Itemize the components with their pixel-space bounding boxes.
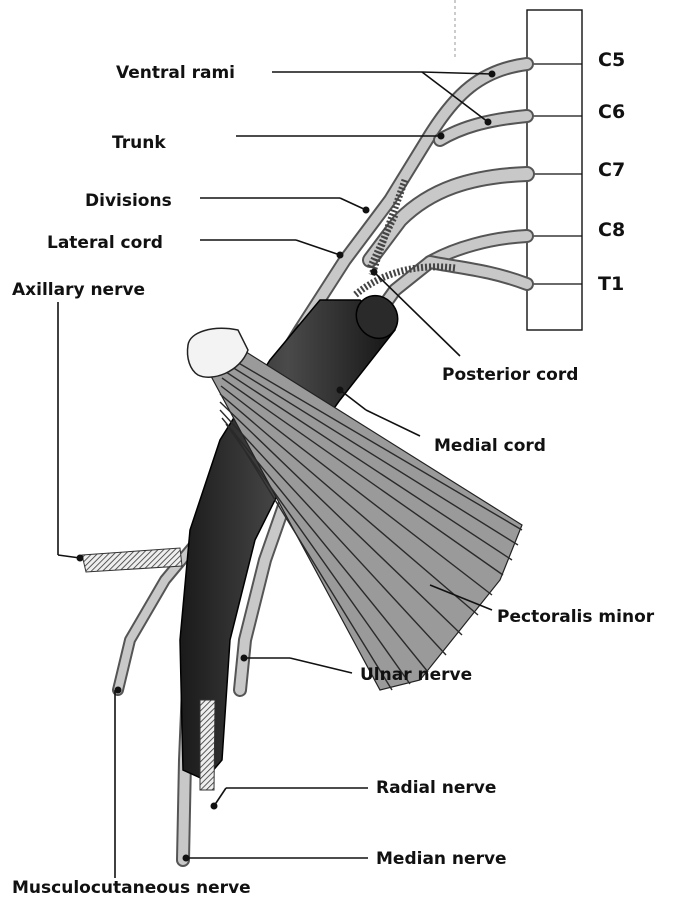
segment-label-c8: C8 (598, 219, 625, 241)
label-ventral-rami: Ventral rami (116, 63, 235, 83)
label-axillary-nerve: Axillary nerve (12, 280, 145, 300)
label-posterior-cord: Posterior cord (442, 365, 578, 385)
segment-label-c7: C7 (598, 159, 625, 181)
vertebral-segments: C5 C6 C7 C8 T1 (527, 10, 625, 330)
segment-label-t1: T1 (598, 273, 624, 295)
label-ulnar-nerve: Ulnar nerve (360, 665, 472, 685)
label-trunk: Trunk (112, 133, 166, 153)
vertebral-column (527, 10, 582, 330)
segment-label-c5: C5 (598, 49, 625, 71)
label-lateral-cord: Lateral cord (47, 233, 163, 253)
label-musculocutaneous-nerve: Musculocutaneous nerve (12, 878, 251, 898)
label-divisions: Divisions (85, 191, 172, 211)
label-pectoralis-minor: Pectoralis minor (497, 607, 655, 627)
segment-label-c6: C6 (598, 101, 625, 123)
label-radial-nerve: Radial nerve (376, 778, 496, 798)
label-medial-cord: Medial cord (434, 436, 546, 456)
radial-nerve-shape (200, 700, 215, 790)
label-median-nerve: Median nerve (376, 849, 507, 869)
